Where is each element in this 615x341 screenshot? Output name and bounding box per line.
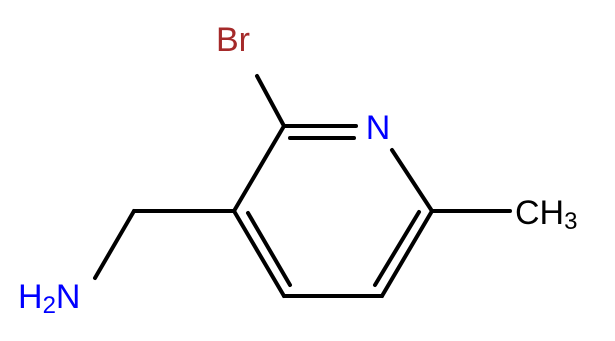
atom-bromine: Br bbox=[216, 21, 250, 59]
bond-c6-c5 bbox=[380, 209, 434, 298]
bond-n1-c6 bbox=[390, 148, 434, 213]
methyl-subscript: 3 bbox=[564, 208, 577, 235]
amine-nitrogen: N bbox=[56, 278, 81, 316]
amine-subscript: 2 bbox=[43, 292, 56, 319]
atom-nitrogen: N bbox=[366, 109, 391, 147]
bond-c2-br bbox=[255, 74, 286, 128]
bonds bbox=[93, 74, 512, 298]
atom-amine-group: H2N bbox=[18, 278, 80, 319]
bond-ch2-nh2 bbox=[93, 209, 136, 280]
amine-hydrogen: H bbox=[18, 278, 43, 316]
atom-methyl-group: CH3 bbox=[515, 194, 577, 235]
bond-c4-c3 bbox=[232, 209, 286, 298]
methyl-symbol: CH bbox=[515, 194, 564, 232]
bond-c6-c5-inner bbox=[373, 210, 421, 287]
bond-c4-c3-inner bbox=[246, 211, 292, 287]
bond-c3-c2 bbox=[232, 124, 286, 213]
